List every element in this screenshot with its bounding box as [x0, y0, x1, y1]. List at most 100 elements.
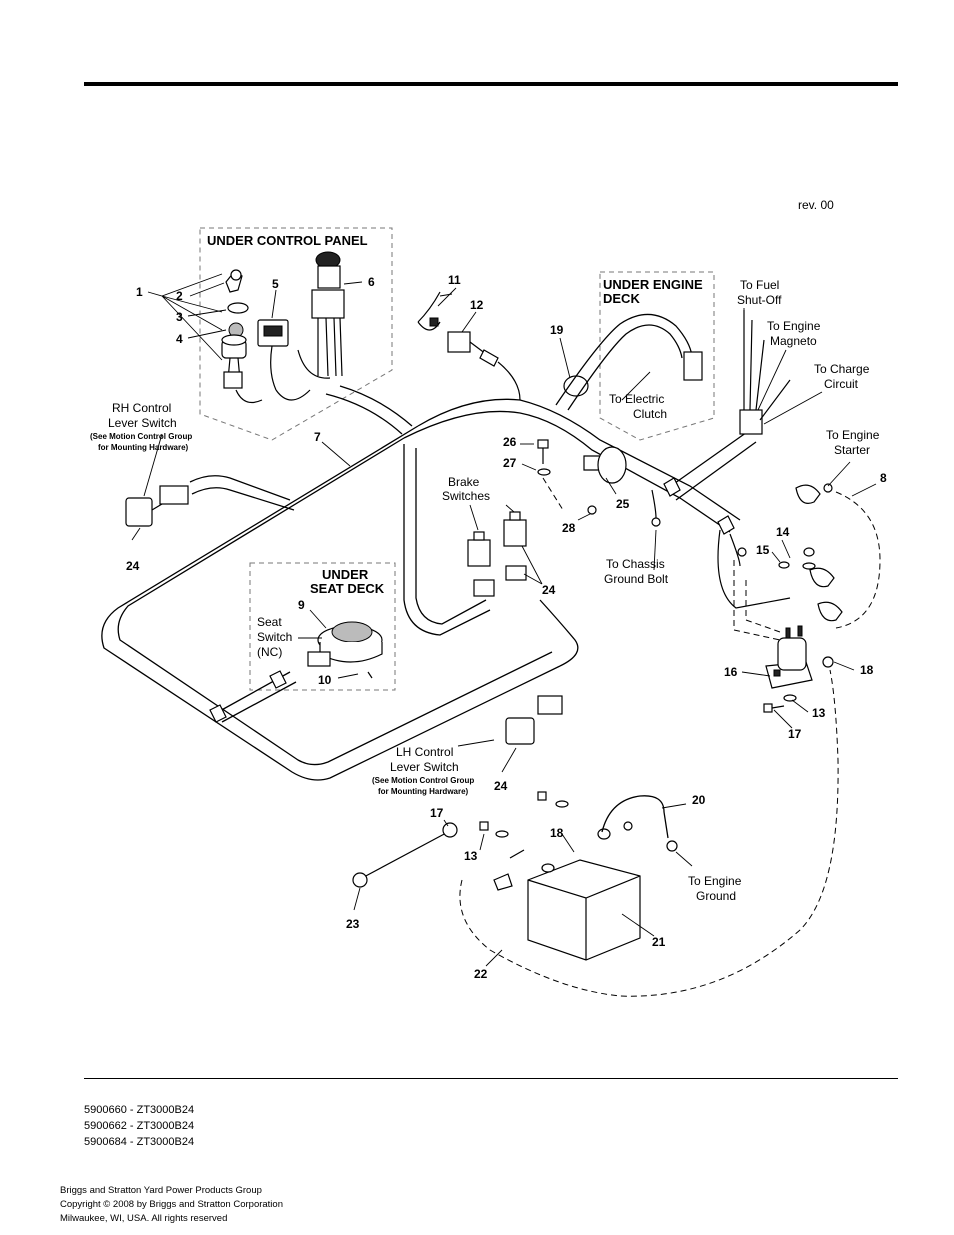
label-rh-control-1: RH Control [112, 401, 171, 415]
model-line: 5900662 - ZT3000B24 [84, 1120, 195, 1132]
lock-nut [227, 302, 249, 314]
label-seat-switch-1: Seat [257, 615, 282, 629]
callout-3: 3 [176, 310, 183, 324]
footer-line: Briggs and Stratton Yard Power Products … [60, 1185, 262, 1196]
callout-7: 7 [314, 430, 321, 444]
brake-connector-a [505, 565, 527, 581]
diagram-labels: UNDER CONTROL PANEL UNDER ENGINE DECK UN… [90, 233, 880, 903]
under-control-panel-region [199, 227, 393, 441]
callout-8: 8 [880, 471, 887, 485]
callout-6: 6 [368, 275, 375, 289]
callout-18b: 18 [550, 826, 564, 840]
label-lh-note-1: (See Motion Control Group [372, 776, 474, 785]
callout-28: 28 [562, 521, 576, 535]
label-to-charge-2: Circuit [824, 377, 859, 391]
label-to-ground-1: To Engine [688, 874, 742, 888]
label-to-electric-clutch-1: To Electric [609, 392, 664, 406]
copyright-footer: Briggs and Stratton Yard Power Products … [60, 1184, 283, 1226]
callout-13a: 13 [812, 706, 826, 720]
label-to-chassis-2: Ground Bolt [604, 572, 669, 586]
relay-connector [447, 331, 521, 401]
callout-1: 1 [136, 285, 143, 299]
label-to-fuel-1: To Fuel [740, 278, 779, 292]
brake-switch-right [503, 511, 527, 547]
label-to-electric-clutch-2: Clutch [633, 407, 667, 421]
label-under-control-panel: UNDER CONTROL PANEL [207, 233, 368, 248]
callout-25: 25 [616, 497, 630, 511]
under-engine-deck-region [599, 271, 715, 441]
nut-18 [822, 656, 834, 668]
seat-switch [307, 621, 383, 667]
callout-18a: 18 [860, 663, 874, 677]
label-lh-control-1: LH Control [396, 745, 453, 759]
callout-24a: 24 [126, 559, 140, 573]
callout-27: 27 [503, 456, 517, 470]
callout-5: 5 [272, 277, 279, 291]
callout-16: 16 [724, 665, 738, 679]
hardware-14-15 [778, 547, 816, 570]
callout-24c: 24 [494, 779, 508, 793]
starter-cable [835, 491, 881, 629]
model-list: 5900660 - ZT3000B24 5900662 - ZT3000B24 … [84, 1102, 194, 1150]
diode-connector [417, 291, 441, 331]
lh-lever-switch [505, 695, 563, 745]
callout-24b: 24 [542, 583, 556, 597]
engine-leads [717, 529, 791, 609]
leader-lines [131, 273, 877, 967]
label-to-magneto-2: Magneto [770, 334, 817, 348]
top-rule [84, 82, 898, 86]
callout-14: 14 [776, 525, 790, 539]
label-to-charge-1: To Charge [814, 362, 870, 376]
pto-switch [311, 251, 345, 377]
callout-20: 20 [692, 793, 706, 807]
label-rh-note-1: (See Motion Control Group [90, 432, 192, 441]
footer-line: Copyright © 2008 by Briggs and Stratton … [60, 1199, 283, 1210]
battery-cable [601, 795, 678, 852]
label-to-ground-2: Ground [696, 889, 736, 903]
callout-11: 11 [448, 273, 461, 287]
ground-wire [651, 489, 657, 519]
under-seat-deck-region [249, 562, 396, 691]
callout-numbers: 1 2 3 4 5 6 7 8 9 10 11 12 13 13 14 15 1… [126, 273, 887, 981]
screw-26 [537, 439, 549, 464]
solenoid-path [733, 560, 781, 641]
callout-12: 12 [470, 298, 484, 312]
brake-connector-b [473, 579, 495, 597]
label-seat-switch-2: Switch [257, 630, 292, 644]
callout-17b: 17 [430, 806, 444, 820]
washer-13 [783, 694, 797, 702]
rh-lever-switch [125, 485, 189, 527]
label-under-seat-1: UNDER [322, 567, 369, 582]
starter-boots [795, 483, 843, 622]
label-seat-switch-3: (NC) [257, 645, 282, 659]
label-under-engine-deck-2: DECK [603, 291, 640, 306]
label-lh-control-2: Lever Switch [390, 760, 459, 774]
battery [527, 828, 641, 961]
model-line: 5900684 - ZT3000B24 [84, 1136, 195, 1148]
callout-17a: 17 [788, 727, 802, 741]
callout-23: 23 [346, 917, 360, 931]
callout-9: 9 [298, 598, 305, 612]
ignition-switch [221, 334, 247, 389]
footer-line: Milwaukee, WI, USA. All rights reserved [60, 1213, 228, 1224]
battery-ground-cable [459, 669, 839, 997]
battery-bolts [479, 791, 633, 891]
callout-26: 26 [503, 435, 517, 449]
battery-rod [352, 822, 458, 888]
ignition-key [225, 269, 243, 293]
label-lh-note-2: for Mounting Hardware) [378, 787, 469, 796]
callout-2: 2 [176, 289, 183, 303]
label-to-starter-2: Starter [834, 443, 870, 457]
revision-label: rev. 00 [798, 198, 834, 212]
label-to-magneto-1: To Engine [767, 319, 821, 333]
callout-22: 22 [474, 967, 488, 981]
label-rh-control-2: Lever Switch [108, 416, 177, 430]
starter-solenoid [765, 625, 813, 689]
label-under-seat-2: SEAT DECK [310, 581, 385, 596]
clutch-wire [555, 313, 693, 406]
bottom-rule [84, 1078, 898, 1079]
harness-clamp [583, 446, 627, 484]
control-panel-wires [235, 349, 331, 403]
callout-13b: 13 [464, 849, 478, 863]
